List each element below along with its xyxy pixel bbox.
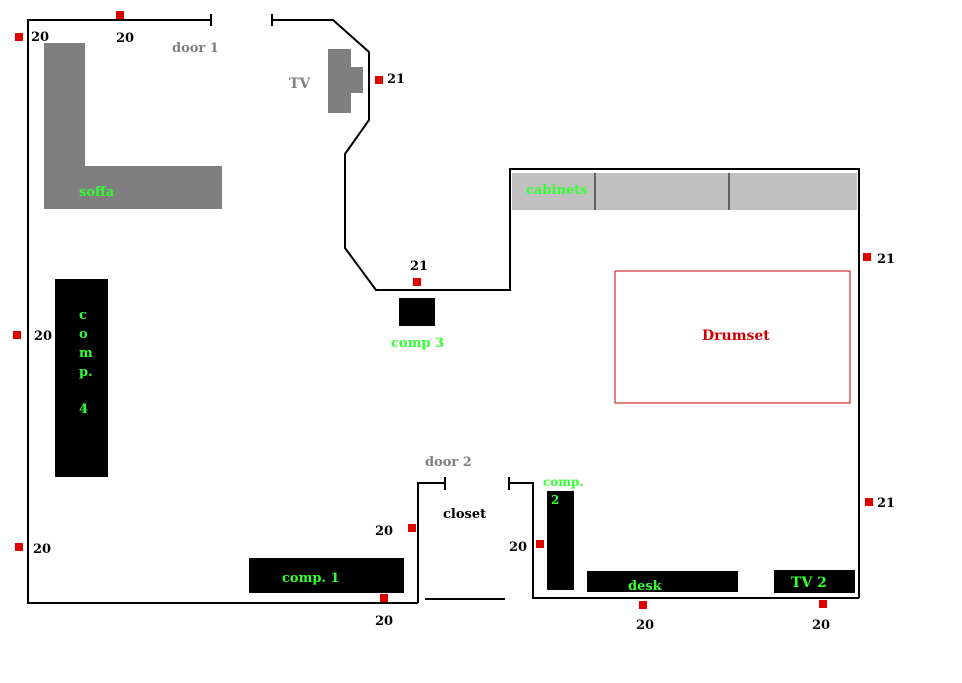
- comp4-desk: [55, 279, 108, 477]
- cabinets-label: cabinets: [526, 183, 587, 198]
- sofa-label: soffa: [79, 185, 115, 200]
- outlet-number-tv-wall: 21: [387, 72, 405, 87]
- outlet-marker-bottom-desk: [639, 601, 647, 609]
- cabinets-shape: [512, 173, 857, 210]
- desk-label: desk: [628, 579, 663, 594]
- labels: door 1 TV soffa cabinets Drumset comp 3 …: [79, 41, 827, 594]
- outer-wall-left-top: [27, 19, 210, 604]
- door1-label: door 1: [172, 41, 219, 56]
- drumset-label: Drumset: [702, 328, 770, 344]
- furniture: [44, 43, 857, 593]
- closet-wall-right: [509, 482, 859, 599]
- outlet-marker-left-wall-lower: [15, 543, 23, 551]
- sofa-shape: [44, 43, 222, 209]
- outlet-marker-closet-left: [408, 524, 416, 532]
- outlet-marker-bottom-comp1: [380, 594, 388, 602]
- outlet-number-bottom-tv2: 20: [812, 618, 830, 633]
- outlet-number-top-left-corner: 20: [31, 30, 49, 45]
- comp1-desk: [249, 558, 404, 593]
- tv-label: TV: [289, 76, 311, 92]
- comp4-letter-c: c: [79, 308, 87, 323]
- outlet-marker-tv-wall: [375, 76, 383, 84]
- outlet-marker-left-wall-mid: [13, 331, 21, 339]
- tv2-label: TV 2: [791, 575, 827, 591]
- outlet-number-notch-bottom: 21: [410, 259, 428, 274]
- outlet-marker-notch-bottom: [413, 278, 421, 286]
- outlet-marker-right-wall-upper: [863, 253, 871, 261]
- comp4-letter-p: p.: [79, 365, 93, 380]
- comp2-label-line2: 2: [551, 493, 559, 507]
- outlets: 20 20 21 21 21 20 21 20 20 20 20 20 20: [13, 11, 895, 633]
- outlet-number-bottom-desk: 20: [636, 618, 654, 633]
- outlet-number-closet-left: 20: [375, 524, 393, 539]
- outlet-marker-closet-right: [536, 540, 544, 548]
- outlet-marker-top-wall: [116, 11, 124, 19]
- drumset-shape: [614, 270, 851, 404]
- outlet-number-top-wall: 20: [116, 31, 134, 46]
- door2-label: door 2: [425, 455, 472, 470]
- outer-wall-tv-notch: [272, 19, 860, 598]
- tv-stand: [349, 67, 363, 93]
- tv2-shape: [774, 570, 855, 593]
- comp4-number: 4: [79, 402, 88, 417]
- walls: [27, 14, 860, 604]
- outlet-marker-top-left-corner: [15, 33, 23, 41]
- closet-label: closet: [443, 507, 486, 522]
- comp3-desk: [399, 298, 435, 326]
- comp4-letter-m: m: [79, 346, 93, 361]
- outlet-number-right-wall-upper: 21: [877, 252, 895, 267]
- outlet-number-right-wall-lower: 21: [877, 496, 895, 511]
- comp2-desk: [547, 491, 574, 590]
- outlet-marker-bottom-tv2: [819, 600, 827, 608]
- outlet-number-left-wall-lower: 20: [33, 542, 51, 557]
- tv-body: [328, 49, 351, 113]
- outlet-marker-right-wall-lower: [865, 498, 873, 506]
- comp2-label-line1: comp.: [543, 475, 584, 489]
- outlet-number-left-wall-mid: 20: [34, 329, 52, 344]
- desk-shape: [587, 571, 738, 592]
- comp3-label: comp 3: [391, 336, 444, 351]
- closet-wall: [417, 482, 445, 603]
- comp4-letter-o: o: [79, 327, 88, 342]
- comp1-label: comp. 1: [282, 571, 340, 586]
- outlet-number-closet-right: 20: [509, 540, 527, 555]
- outlet-number-bottom-comp1: 20: [375, 614, 393, 629]
